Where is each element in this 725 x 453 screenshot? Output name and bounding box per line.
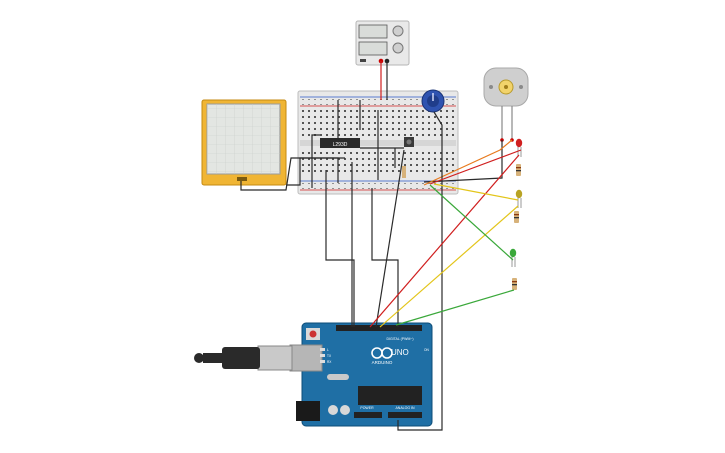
resistor-yellow[interactable] bbox=[514, 211, 519, 223]
analog-header: ANALOG IN bbox=[395, 406, 415, 410]
potentiometer[interactable] bbox=[421, 89, 445, 113]
oscilloscope[interactable] bbox=[201, 99, 287, 186]
led-tx-label: TX bbox=[327, 354, 332, 358]
resistor-green[interactable] bbox=[512, 278, 517, 290]
power-header: POWER bbox=[360, 406, 374, 410]
red-led[interactable] bbox=[515, 138, 523, 157]
yellow-led[interactable] bbox=[515, 189, 523, 208]
arduino-brand: ARDUINO bbox=[372, 360, 393, 365]
arduino-model: UNO bbox=[391, 348, 409, 357]
power-supply[interactable] bbox=[355, 20, 410, 66]
arduino-uno[interactable]: ARDUINO UNO DIGITAL (PWM~) POWER ANALOG … bbox=[289, 322, 433, 427]
dc-motor[interactable] bbox=[483, 67, 529, 142]
chip-label: L293D bbox=[333, 142, 348, 148]
wires bbox=[240, 61, 522, 431]
led-l-label: L bbox=[327, 348, 329, 352]
resistor-red[interactable] bbox=[516, 164, 521, 176]
led-on-label: ON bbox=[424, 348, 429, 352]
usb-cable[interactable] bbox=[194, 345, 293, 371]
led-rx-label: RX bbox=[327, 360, 332, 364]
pushbutton[interactable] bbox=[404, 137, 414, 147]
digital-header: DIGITAL (PWM~) bbox=[386, 337, 413, 341]
